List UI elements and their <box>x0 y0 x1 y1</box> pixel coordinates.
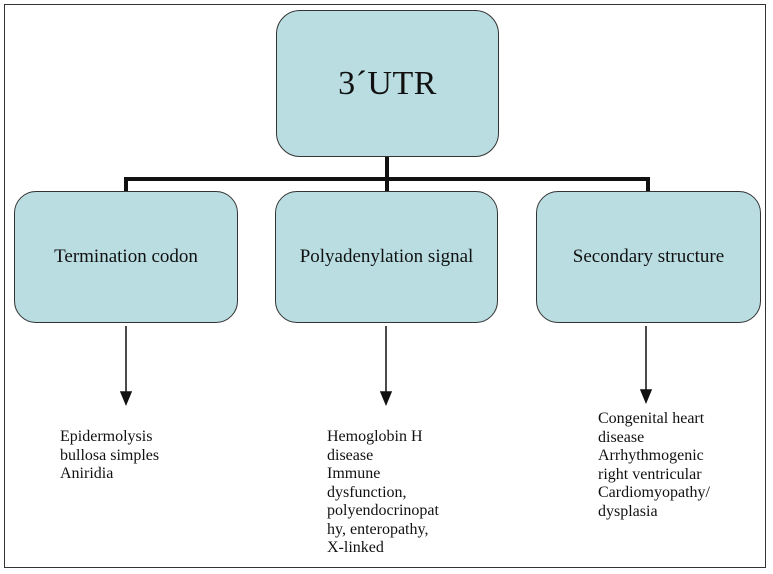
root-stem-line <box>385 157 389 179</box>
outcome-text-polyadenylation-signal: Hemoglobin H disease Immune dysfunction,… <box>327 428 439 556</box>
node-polyadenylation-signal-label: Polyadenylation signal <box>299 246 474 267</box>
node-termination-codon-label: Termination codon <box>54 246 198 267</box>
outcome-text-secondary-structure: Congenital heart disease Arrhythmogenic … <box>598 410 710 520</box>
outcome-text-termination-codon: Epidermolysis bullosa simples Aniridia <box>60 428 160 482</box>
root-node-3utr: 3´UTR <box>276 10 499 157</box>
node-polyadenylation-signal: Polyadenylation signal <box>275 191 498 323</box>
node-termination-codon: Termination codon <box>14 191 238 323</box>
branch-drop-left <box>124 177 128 191</box>
branch-drop-right <box>646 177 650 191</box>
branch-drop-center <box>385 177 389 191</box>
node-secondary-structure-label: Secondary structure <box>572 246 725 267</box>
node-secondary-structure: Secondary structure <box>536 191 761 323</box>
root-node-label: 3´UTR <box>338 64 437 102</box>
diagram-frame <box>4 4 766 568</box>
